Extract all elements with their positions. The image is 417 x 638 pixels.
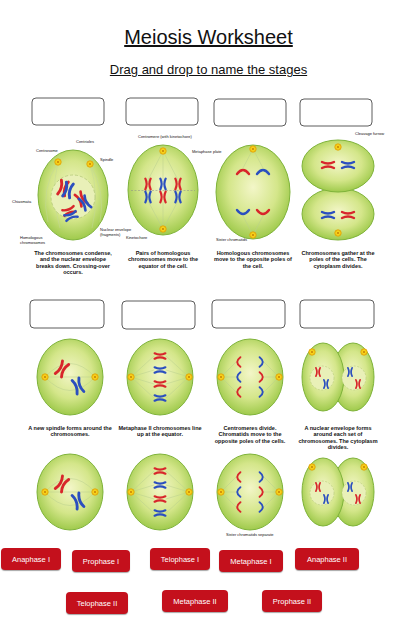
stage-name: Telophase II xyxy=(77,599,117,608)
stage-name: Anaphase I xyxy=(12,555,50,564)
stage-name: Anaphase II xyxy=(307,555,347,564)
answer-box xyxy=(30,98,374,329)
cell-prophase-1 xyxy=(38,150,108,240)
stage-button: Anaphase II xyxy=(295,548,359,570)
stage-name: Metaphase I xyxy=(230,557,271,566)
stage-name: Prophase I xyxy=(83,557,119,566)
part-label: Metaphase plate xyxy=(192,150,222,155)
part-label: Centrosome xyxy=(36,149,58,154)
part-label: Centrioles xyxy=(76,140,94,145)
stage-button: Metaphase I xyxy=(219,550,283,572)
part-label: Spindle xyxy=(100,158,113,163)
worksheet-subtitle: Drag and drop to name the stages xyxy=(0,63,417,78)
stage-description: Pairs of homologous chromosomes move to … xyxy=(121,250,205,269)
cell-telophase-1 xyxy=(302,140,374,240)
part-label: Kinetochore xyxy=(126,236,147,241)
stage-description: Chromosomes gather at the poles of the c… xyxy=(296,250,380,269)
part-label: Chiasmata xyxy=(12,200,31,205)
stage-description: A new spindle forms around the chromosom… xyxy=(28,425,112,438)
part-label: Centromere (with kinetochore) xyxy=(138,135,192,140)
stage-button: Telophase II xyxy=(66,592,128,614)
stage-description: A nuclear envelope forms around each set… xyxy=(296,425,380,450)
stage-name: Prophase II xyxy=(273,597,311,606)
stage-description: Centromeres divide. Chromatids move to t… xyxy=(208,425,292,444)
stage-description: Homologous chromosomes move to the oppos… xyxy=(211,250,295,269)
stage-name: Metaphase II xyxy=(173,597,216,606)
part-label: Sister chromatids separate xyxy=(226,533,274,538)
cell-anaphase-2 xyxy=(217,339,283,415)
part-label: Homologous chromosomes xyxy=(20,236,50,245)
stage-button: Telophase I xyxy=(150,548,210,570)
cell-metaphase-1 xyxy=(128,145,198,235)
stage-description: The chromosomes condense, and the nuclea… xyxy=(31,250,115,275)
stage-button: Prophase II xyxy=(262,590,322,612)
cell-telophase-2 xyxy=(302,343,374,411)
part-label: Cleavage furrow xyxy=(355,132,384,137)
stage-button: Prophase I xyxy=(72,550,130,572)
cell-metaphase-2 xyxy=(127,339,193,415)
stage-name: Telophase I xyxy=(161,555,199,564)
stage-description: Metaphase II chromosomes line up at the … xyxy=(118,425,202,438)
worksheet-title: Meiosis Worksheet xyxy=(0,26,417,49)
part-label: Sister chromatids xyxy=(216,238,247,243)
stage-button: Anaphase I xyxy=(1,548,61,570)
stage-button: Metaphase II xyxy=(162,590,228,612)
cell-anaphase-1 xyxy=(216,145,290,239)
cell-prophase-2 xyxy=(37,339,103,415)
